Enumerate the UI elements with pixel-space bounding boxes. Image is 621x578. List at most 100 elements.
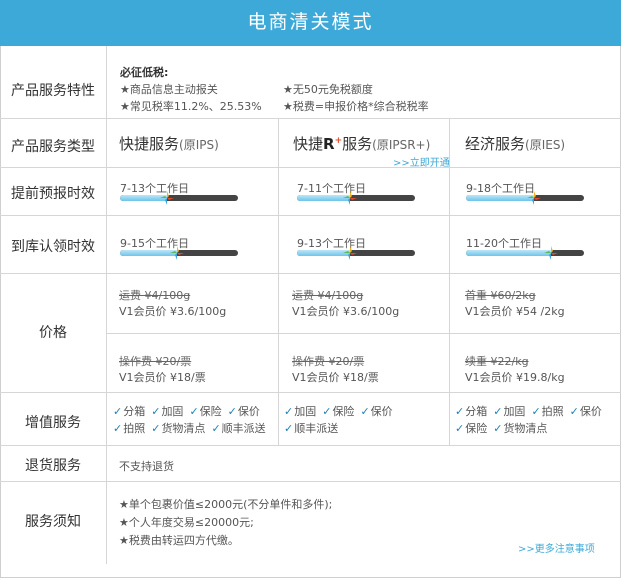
column-divider	[449, 118, 450, 445]
service-ies: 经济服务(原IES)	[465, 133, 565, 154]
timing-bar	[466, 195, 584, 201]
value-added-label: 分箱	[123, 405, 146, 418]
price-original: 运费 ¥4/100g	[292, 289, 364, 302]
r-plus-logo: R+	[323, 135, 343, 153]
value-added-line: ✓拍照✓货物清点✓顺丰派送	[113, 420, 272, 436]
service-name: 经济服务	[465, 135, 526, 153]
service-ipsr: 快捷R+服务(原IPSR+)	[293, 135, 431, 153]
page-title: 电商清关模式	[0, 0, 621, 46]
price-original: 运费 ¥4/100g	[119, 289, 191, 302]
value-added-label: 分箱	[465, 405, 488, 418]
service-sub: (原IPS)	[179, 138, 219, 152]
value-added-line: ✓分箱✓加固✓拍照✓保价	[455, 403, 608, 419]
row-divider	[0, 481, 621, 482]
row-divider	[106, 333, 621, 334]
row-divider	[0, 445, 621, 446]
label-returns: 退货服务	[25, 458, 81, 474]
price-member: V1会员价 ¥18/票	[292, 371, 379, 384]
check-icon: ✓	[113, 422, 123, 435]
value-added-label: 拍照	[123, 422, 146, 435]
value-added-label: 保险	[332, 405, 355, 418]
label-notice: 服务须知	[25, 514, 81, 530]
service-name: 快捷	[293, 135, 324, 153]
label-pre-report: 提前预报时效	[11, 186, 95, 202]
check-icon: ✓	[227, 405, 237, 418]
check-icon: ✓	[284, 405, 294, 418]
value-added-label: 顺丰派送	[294, 422, 339, 435]
service-sub: (原IPSR+)	[372, 138, 431, 152]
value-added-item: ✓保价	[228, 405, 260, 418]
check-icon: ✓	[189, 405, 199, 418]
timing-text: 9-13个工作日	[297, 237, 366, 250]
value-added-item: ✓保价	[360, 405, 392, 418]
value-added-item: ✓加固	[493, 405, 525, 418]
label-arrival: 到库认领时效	[11, 239, 95, 255]
check-icon: ✓	[151, 422, 161, 435]
check-icon: ✓	[360, 405, 370, 418]
feature-item: ★商品信息主动报关	[120, 83, 218, 96]
value-added-item: ✓保险	[455, 422, 487, 435]
value-added-label: 保价	[237, 405, 260, 418]
service-ips: 快捷服务(原IPS)	[119, 133, 219, 154]
feature-item: ★无50元免税额度	[283, 83, 373, 96]
value-added-item: ✓保险	[322, 405, 354, 418]
label-service-type: 产品服务类型	[11, 139, 95, 155]
timing-text: 9-18个工作日	[466, 182, 535, 195]
timing-text: 11-20个工作日	[466, 237, 542, 250]
notice-item: ★税费由转运四方代缴。	[119, 534, 239, 547]
value-added-item: ✓货物清点	[151, 422, 205, 435]
price-member: V1会员价 ¥19.8/kg	[465, 371, 565, 384]
value-added-line: ✓分箱✓加固✓保险✓保价	[113, 403, 266, 419]
price-member: V1会员价 ¥18/票	[119, 371, 206, 384]
value-added-label: 加固	[294, 405, 317, 418]
open-now-link[interactable]: >>立即开通	[393, 158, 450, 169]
value-added-label: 保险	[199, 405, 222, 418]
pinwheel-icon	[526, 190, 542, 206]
timing-bar-fill	[466, 250, 551, 256]
value-added-item: ✓加固	[151, 405, 183, 418]
row-divider	[0, 167, 621, 168]
notice-item: ★单个包裹价值≤2000元(不分单件和多件);	[119, 498, 333, 511]
pinwheel-icon	[342, 245, 358, 261]
timing-text: 7-13个工作日	[120, 182, 189, 195]
price-original: 操作费 ¥20/票	[292, 355, 365, 368]
value-added-label: 加固	[161, 405, 184, 418]
price-original: 续重 ¥22/kg	[465, 355, 529, 368]
value-added-label: 顺丰派送	[221, 422, 266, 435]
feature-item: ★税费=申报价格*综合税税率	[283, 100, 429, 113]
check-icon: ✓	[211, 422, 221, 435]
value-added-item: ✓拍照	[531, 405, 563, 418]
pinwheel-icon	[543, 245, 559, 261]
check-icon: ✓	[493, 422, 503, 435]
row-divider	[0, 215, 621, 216]
value-added-item: ✓拍照	[113, 422, 145, 435]
check-icon: ✓	[455, 405, 465, 418]
row-divider	[0, 273, 621, 274]
price-member: V1会员价 ¥54 /2kg	[465, 305, 565, 318]
value-added-item: ✓保险	[189, 405, 221, 418]
more-notes-link[interactable]: >>更多注意事项	[518, 544, 595, 555]
check-icon: ✓	[493, 405, 503, 418]
value-added-item: ✓保价	[570, 405, 602, 418]
value-added-label: 保价	[579, 405, 602, 418]
value-added-line: ✓加固✓保险✓保价	[284, 403, 399, 419]
value-added-label: 货物清点	[161, 422, 206, 435]
timing-text: 7-11个工作日	[297, 182, 366, 195]
check-icon: ✓	[455, 422, 465, 435]
row-divider	[0, 392, 621, 393]
price-member: V1会员价 ¥3.6/100g	[292, 305, 400, 318]
returns-text: 不支持退货	[119, 460, 174, 473]
label-features: 产品服务特性	[11, 83, 95, 99]
check-icon: ✓	[569, 405, 579, 418]
timing-bar	[466, 250, 584, 256]
check-icon: ✓	[531, 405, 541, 418]
pinwheel-icon	[159, 190, 175, 206]
column-divider	[278, 118, 279, 445]
price-original: 首重 ¥60/2kg	[465, 289, 536, 302]
price-original: 操作费 ¥20/票	[119, 355, 192, 368]
label-value-added: 增值服务	[25, 415, 81, 431]
check-icon: ✓	[284, 422, 294, 435]
timing-text: 9-15个工作日	[120, 237, 189, 250]
value-added-label: 加固	[503, 405, 526, 418]
service-name: 快捷服务	[119, 135, 180, 153]
